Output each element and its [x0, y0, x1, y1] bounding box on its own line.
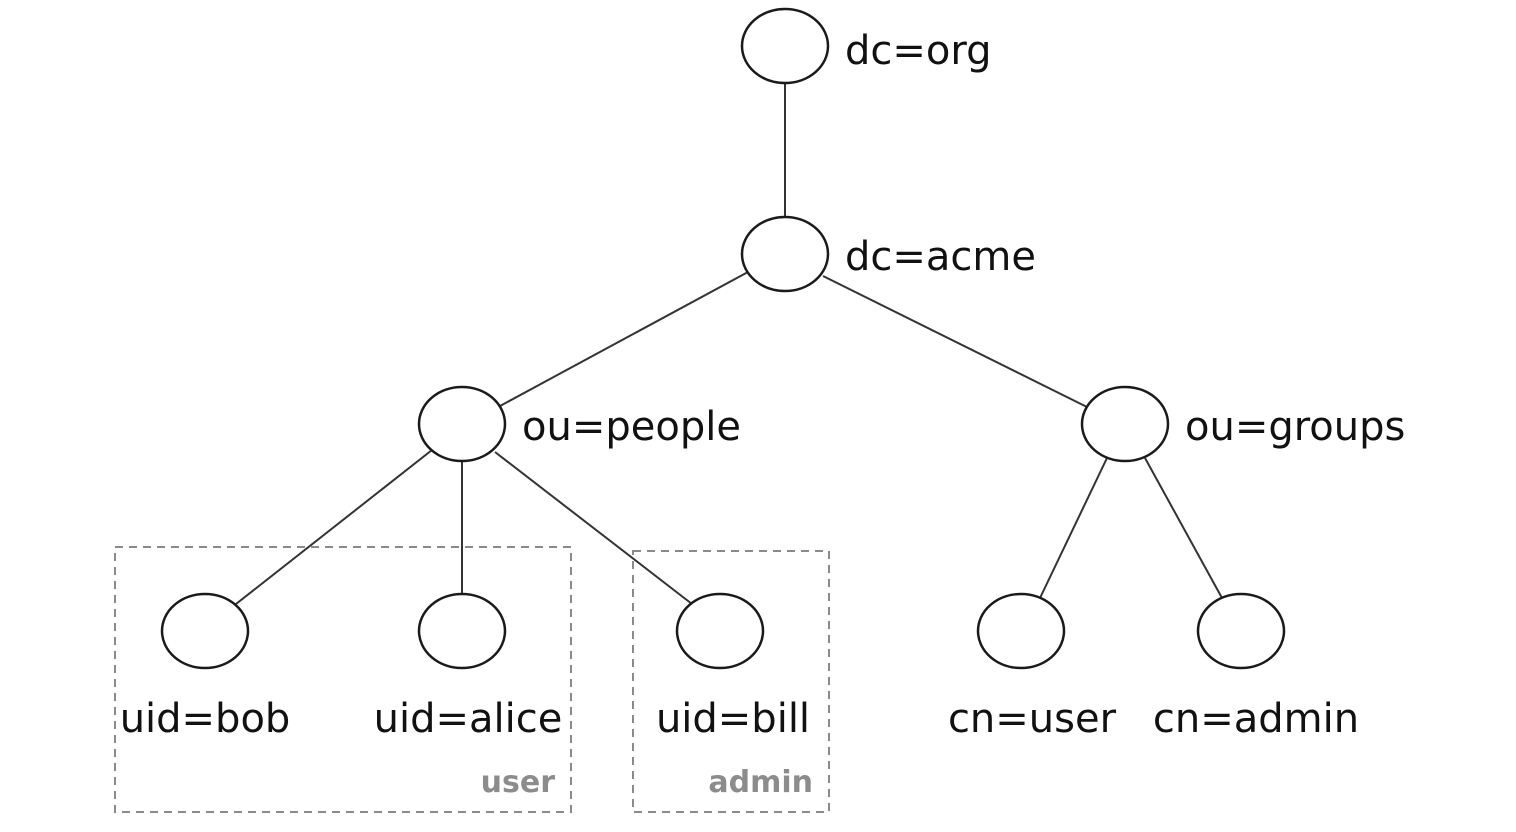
group-label-admin: admin	[708, 765, 813, 800]
node-ou-groups	[1080, 385, 1170, 463]
admin-group-box	[632, 550, 830, 813]
node-uid-bill	[675, 592, 765, 670]
edge-acme-people	[499, 271, 749, 407]
label-dc-org: dc=org	[845, 28, 992, 74]
node-dc-acme	[740, 215, 830, 293]
label-uid-bob: uid=bob	[120, 696, 291, 742]
edge-acme-groups	[822, 275, 1088, 408]
tree-edges	[235, 83, 1223, 605]
user-group-box	[114, 546, 572, 813]
node-ou-people	[417, 385, 507, 463]
label-cn-user: cn=user	[948, 696, 1117, 742]
node-uid-bob	[160, 592, 250, 670]
label-dc-acme: dc=acme	[845, 234, 1036, 280]
label-cn-admin: cn=admin	[1153, 696, 1359, 742]
edge-people-bill	[494, 451, 693, 605]
label-uid-bill: uid=bill	[656, 696, 810, 742]
label-uid-alice: uid=alice	[374, 696, 563, 742]
edge-people-bob	[235, 449, 433, 605]
node-uid-alice	[417, 592, 507, 670]
edge-groups-cn-user	[1039, 457, 1108, 599]
label-ou-people: ou=people	[522, 404, 741, 450]
node-cn-user	[976, 592, 1066, 670]
label-ou-groups: ou=groups	[1185, 404, 1405, 450]
edge-groups-cn-admin	[1144, 457, 1223, 599]
group-label-user: user	[481, 765, 556, 800]
node-dc-org	[740, 7, 830, 85]
node-cn-admin	[1196, 592, 1286, 670]
